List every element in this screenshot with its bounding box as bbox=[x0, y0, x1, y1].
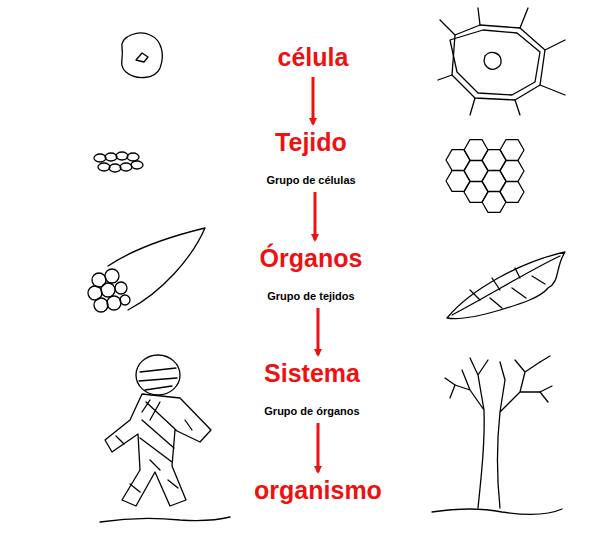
level-node: TejidoGrupo de células bbox=[262, 127, 359, 187]
plant-cell-sketch bbox=[438, 8, 565, 115]
tissue-sketch bbox=[94, 152, 143, 172]
level-title: Órganos bbox=[260, 243, 363, 273]
level-node: ÓrganosGrupo de tejidos bbox=[256, 243, 367, 303]
level-node: SistemaGrupo de órganos bbox=[260, 358, 364, 418]
organ-sketch bbox=[88, 228, 205, 312]
leaf-sketch bbox=[447, 252, 565, 319]
level-description: Grupo de células bbox=[266, 173, 355, 187]
level-description: Grupo de órganos bbox=[264, 404, 360, 418]
down-arrow bbox=[317, 308, 320, 355]
tree-sketch bbox=[432, 356, 562, 514]
level-node: célula bbox=[274, 42, 353, 72]
level-node: organismo bbox=[250, 475, 386, 505]
level-title: célula bbox=[278, 42, 349, 72]
down-arrow bbox=[314, 192, 317, 240]
hexagon-tissue-sketch bbox=[446, 140, 524, 213]
level-description: Grupo de tejidos bbox=[260, 289, 363, 303]
level-title: Sistema bbox=[264, 358, 360, 388]
level-title: Tejido bbox=[266, 127, 355, 157]
person-sketch bbox=[100, 355, 230, 522]
level-title: organismo bbox=[254, 475, 382, 505]
down-arrow bbox=[317, 423, 320, 472]
down-arrow bbox=[312, 77, 315, 124]
cell-sketch bbox=[122, 33, 163, 77]
